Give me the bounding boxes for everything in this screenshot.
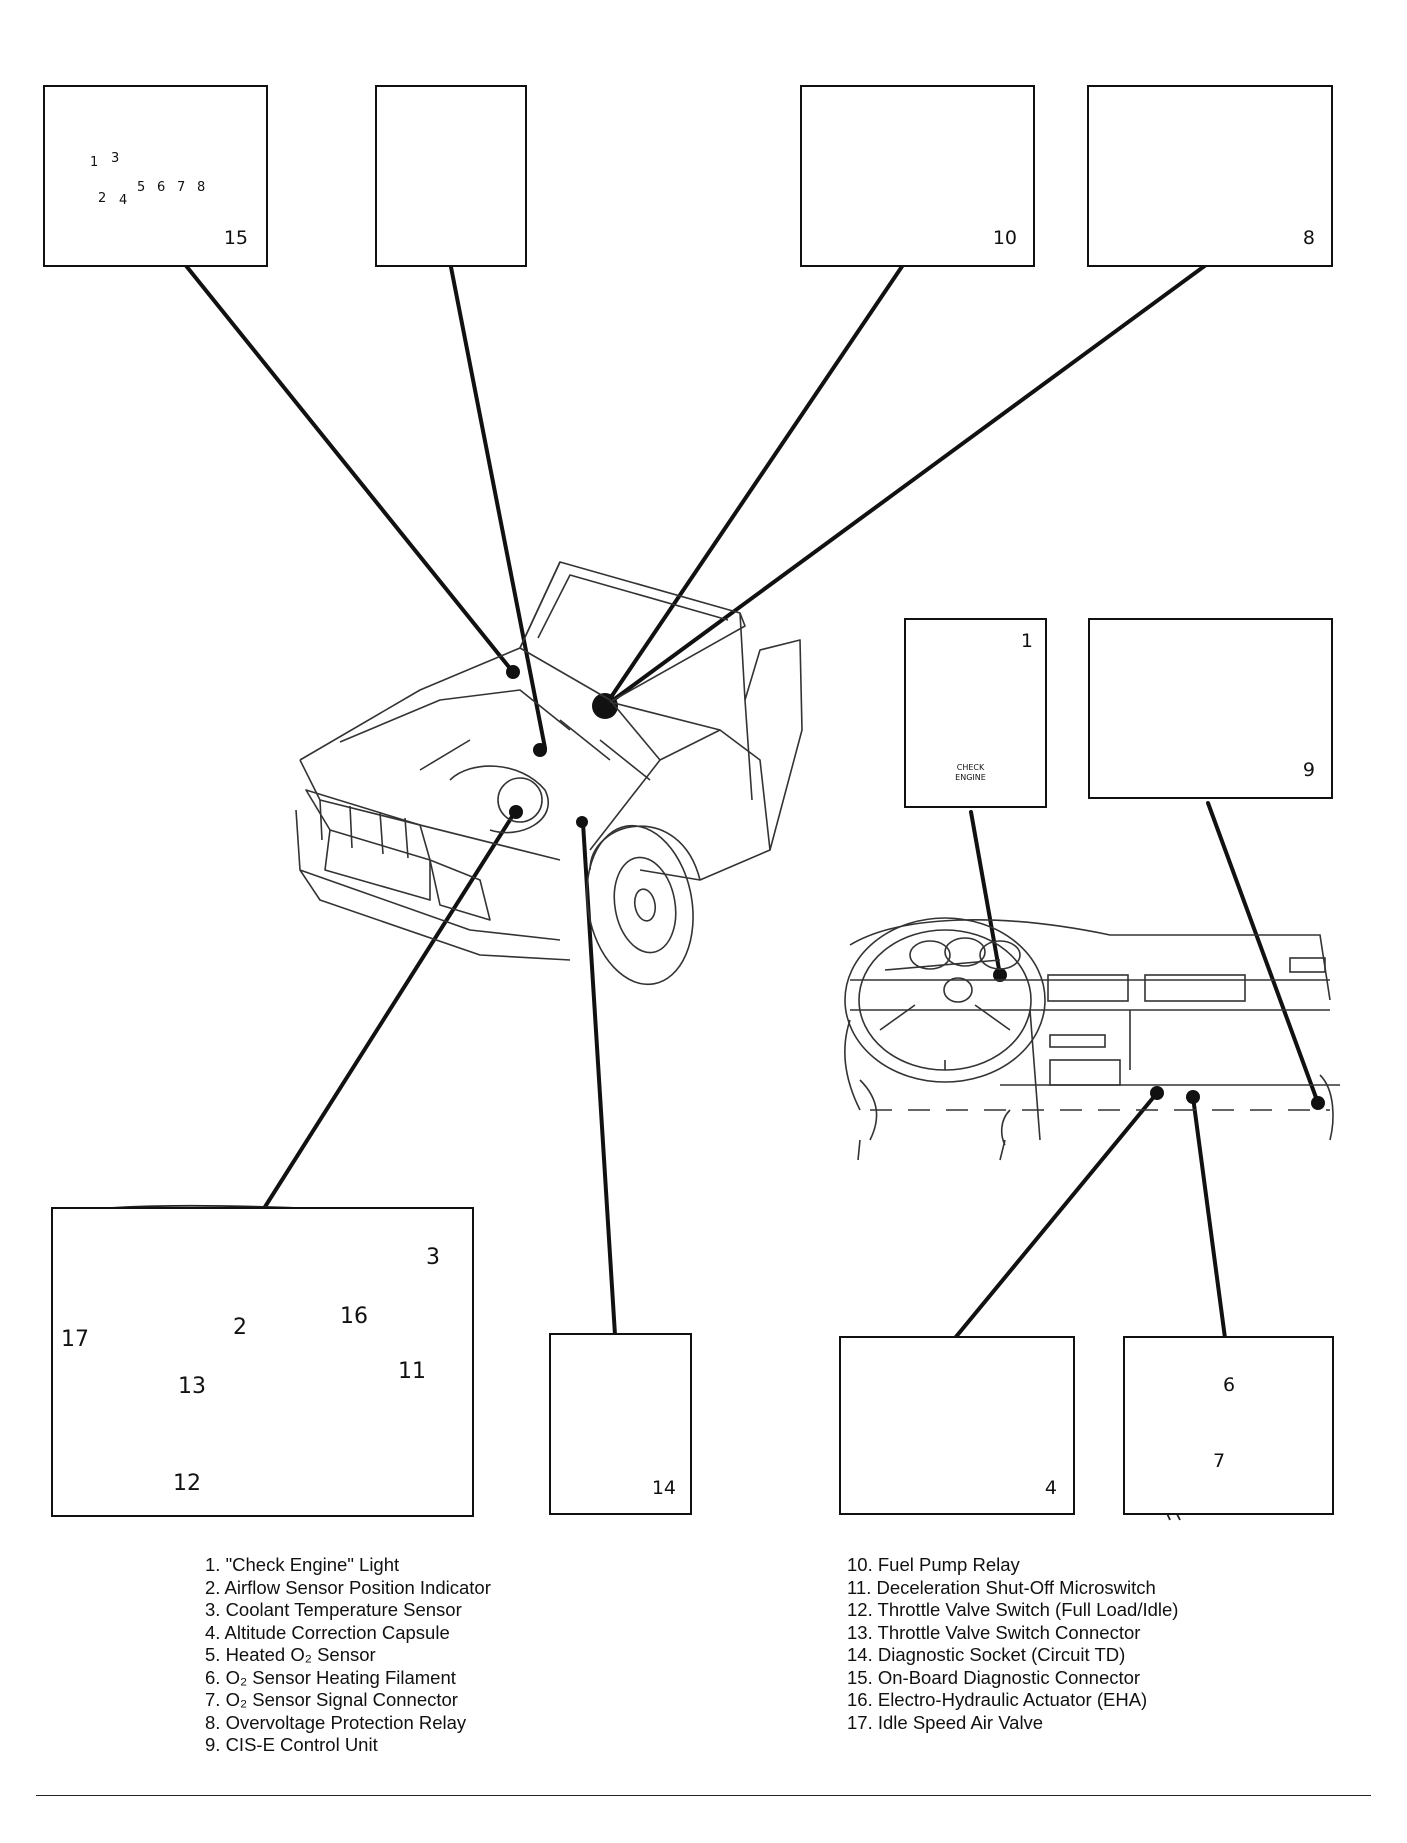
callout-14: 14 (651, 1477, 676, 1499)
legend-item: 17. Idle Speed Air Valve (847, 1711, 1044, 1733)
legend-item: 3. Coolant Temperature Sensor (205, 1599, 462, 1620)
callout-7: 7 (1213, 1450, 1226, 1472)
inset-altitude-capsule: 4 (839, 1336, 1075, 1515)
dot-altitude-capsule (1150, 1086, 1164, 1100)
check-engine-label: CHECK ENGINE (955, 763, 986, 782)
footer-rule (36, 1795, 1371, 1796)
inset-obd-connector: 15 1 3 2 4 5 6 7 8 (43, 85, 268, 267)
inset-cis-e-control-unit: 9 (1088, 618, 1333, 799)
callout-12: 12 (173, 1471, 201, 1496)
callout-6: 6 (1223, 1374, 1236, 1396)
dot-obd-connector (506, 665, 520, 679)
callout-8: 8 (1302, 227, 1315, 249)
pin-8: 8 (197, 180, 206, 195)
pin-3: 3 (111, 151, 120, 166)
legend-item: 5. Heated O₂ Sensor (205, 1644, 376, 1665)
inset-check-engine-light: 1 CHECK ENGINE (904, 618, 1047, 808)
dot-o2-sensor (533, 743, 547, 757)
callout-17: 17 (61, 1327, 89, 1352)
legend-item: 7. O₂ Sensor Signal Connector (205, 1689, 458, 1710)
callout-1: 1 (1020, 630, 1033, 652)
dot-control-unit (1311, 1096, 1325, 1110)
pin-2: 2 (98, 191, 107, 206)
legend-item: 10. Fuel Pump Relay (847, 1554, 1020, 1575)
inset-o2-connectors: 6 7 (1123, 1336, 1334, 1515)
legend-item: 15. On-Board Diagnostic Connector (847, 1666, 1141, 1688)
inset-fuel-pump-relay: 10 (800, 85, 1035, 267)
leader-lines (181, 260, 1320, 1340)
legend-item: 2. Airflow Sensor Position Indicator (205, 1576, 491, 1598)
callout-11: 11 (398, 1359, 426, 1384)
callout-10: 10 (992, 227, 1017, 249)
inset-diagnostic-socket: 14 (549, 1333, 692, 1515)
callout-13: 13 (178, 1374, 206, 1399)
pin-1: 1 (90, 155, 99, 170)
legend-item: 4. Altitude Correction Capsule (205, 1621, 450, 1643)
dot-engine-bay (509, 805, 523, 819)
dot-check-engine (993, 968, 1007, 982)
pin-7: 7 (177, 180, 186, 195)
callout-16: 16 (340, 1304, 368, 1329)
legend-left: 1. "Check Engine" Light 2. Airflow Senso… (205, 1554, 491, 1757)
vehicle-illustration (295, 561, 803, 986)
legend-item: 8. Overvoltage Protection Relay (205, 1711, 467, 1733)
inset-engine-bay: 3 2 16 17 11 13 12 (51, 1207, 474, 1517)
pin-6: 6 (157, 180, 166, 195)
callout-3: 3 (426, 1245, 440, 1270)
inset-o2-sensor (375, 85, 527, 267)
legend-item: 11. Deceleration Shut-Off Microswitch (847, 1576, 1156, 1598)
legend-item: 14. Diagnostic Socket (Circuit TD) (847, 1644, 1126, 1665)
callout-15: 15 (223, 227, 248, 249)
dot-relays (592, 693, 618, 719)
callout-9: 9 (1302, 759, 1315, 781)
dot-diagnostic-socket (576, 816, 588, 828)
legend-right: 10. Fuel Pump Relay 11. Deceleration Shu… (847, 1554, 1178, 1734)
pin-4: 4 (119, 193, 128, 208)
attachment-dots (506, 665, 1325, 1110)
dashboard-illustration (844, 917, 1340, 1161)
callout-4: 4 (1044, 1477, 1057, 1499)
pin-5: 5 (137, 180, 146, 195)
dot-o2-connector (1186, 1090, 1200, 1104)
legend-item: 9. CIS-E Control Unit (205, 1734, 378, 1755)
inset-overvoltage-relay: 8 (1087, 85, 1333, 267)
legend-item: 16. Electro-Hydraulic Actuator (EHA) (847, 1689, 1148, 1710)
legend-item: 12. Throttle Valve Switch (Full Load/Idl… (847, 1599, 1179, 1620)
legend-item: 13. Throttle Valve Switch Connector (847, 1621, 1141, 1643)
legend-item: 6. O₂ Sensor Heating Filament (205, 1666, 456, 1688)
legend-item: 1. "Check Engine" Light (205, 1554, 400, 1575)
callout-2: 2 (233, 1315, 247, 1340)
